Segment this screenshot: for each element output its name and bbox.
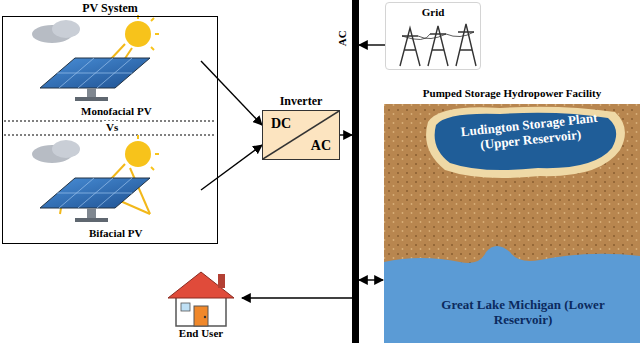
drawing-part — [168, 272, 234, 298]
drawing-part — [78, 58, 113, 88]
flow-arrow — [359, 279, 383, 280]
node-label: PV System — [3, 2, 217, 16]
flow-arrow — [201, 145, 262, 190]
drawing-part — [125, 21, 151, 47]
versus-label: Vs — [104, 121, 120, 134]
drawing-part — [52, 20, 80, 38]
drawing-part — [59, 58, 94, 88]
drawing-part — [138, 135, 159, 170]
drawing-part — [57, 73, 132, 74]
bifacial-pv-panel: Bifacial PV — [23, 139, 201, 241]
drawing-part — [384, 104, 640, 343]
node-label: Great Lake Michigan (Lower Reservoir) — [433, 298, 613, 328]
drawing-part — [218, 274, 225, 288]
node-text: AC — [311, 138, 331, 154]
drawing-part — [155, 153, 159, 155]
drawing-part — [97, 178, 132, 208]
drawing-part — [151, 18, 154, 21]
upper-reservoir: Ludington Storage Plant (Upper Reservoir… — [445, 116, 615, 168]
drawing-part — [52, 140, 80, 158]
drawing-part — [137, 135, 139, 139]
drawing-part — [384, 246, 640, 343]
drawing-part — [78, 178, 113, 208]
drawing-part — [181, 303, 190, 311]
drawing-part — [40, 178, 150, 208]
ac-bus-bar: AC — [352, 0, 359, 343]
transmission-towers — [400, 24, 476, 66]
drawing-part — [125, 141, 151, 167]
flow-arrow — [242, 297, 352, 298]
node-label: Monofacial PV — [81, 105, 152, 118]
node-label: Grid — [386, 6, 480, 19]
drawing-part — [155, 33, 159, 35]
drawing-part — [426, 107, 625, 178]
bifacial-panel-icon — [32, 135, 159, 222]
drawing-part — [456, 24, 476, 66]
node-label: Bifacial PV — [89, 227, 142, 240]
node-label: Ludington Storage Plant (Upper Reservoir… — [444, 109, 616, 156]
inverter-box: InverterDCAC — [262, 110, 340, 160]
drawing-part — [75, 218, 108, 222]
drawing-part — [57, 193, 132, 194]
drawing-part — [59, 178, 94, 208]
node-label: Pumped Storage Hydropower Facility — [383, 87, 641, 100]
drawing-part — [97, 58, 132, 88]
flow-arrow — [359, 44, 385, 45]
drawing-part — [400, 28, 420, 66]
pumped-storage-facility: Pumped Storage Hydropower FacilityLuding… — [383, 86, 641, 343]
node-text: DC — [271, 116, 291, 132]
drawing-part — [151, 47, 154, 50]
drawing-part — [151, 167, 154, 170]
drawing-part — [87, 208, 96, 218]
end-user-house: End User — [160, 268, 242, 342]
flow-arrow — [340, 134, 352, 135]
drawing-part — [194, 306, 208, 326]
drawing-part — [118, 200, 150, 214]
monofacial-panel-icon — [32, 15, 159, 101]
drawing-part — [428, 26, 448, 66]
node-label: AC — [336, 30, 349, 46]
drawing-part — [57, 58, 132, 88]
drawing-part — [204, 316, 206, 318]
flow-arrow — [201, 61, 262, 125]
node-label: End User — [150, 327, 252, 340]
drawing-part — [87, 88, 96, 97]
grid-box: Grid — [385, 2, 481, 70]
drawing-part — [57, 178, 132, 208]
drawing-part — [40, 58, 150, 88]
drawing-part — [4, 135, 216, 136]
divider-line — [263, 111, 339, 159]
lower-reservoir: Great Lake Michigan (Lower Reservoir) — [433, 294, 613, 338]
node-label: Inverter — [243, 95, 359, 109]
separator — [4, 121, 216, 135]
monofacial-pv-panel: Monofacial PV — [23, 19, 201, 119]
drawing-part — [176, 296, 226, 326]
drawing-part — [402, 32, 474, 40]
house-icon — [168, 272, 234, 326]
reservoir-site — [384, 104, 640, 343]
drawing-part — [138, 15, 159, 50]
drawing-part — [75, 97, 108, 101]
